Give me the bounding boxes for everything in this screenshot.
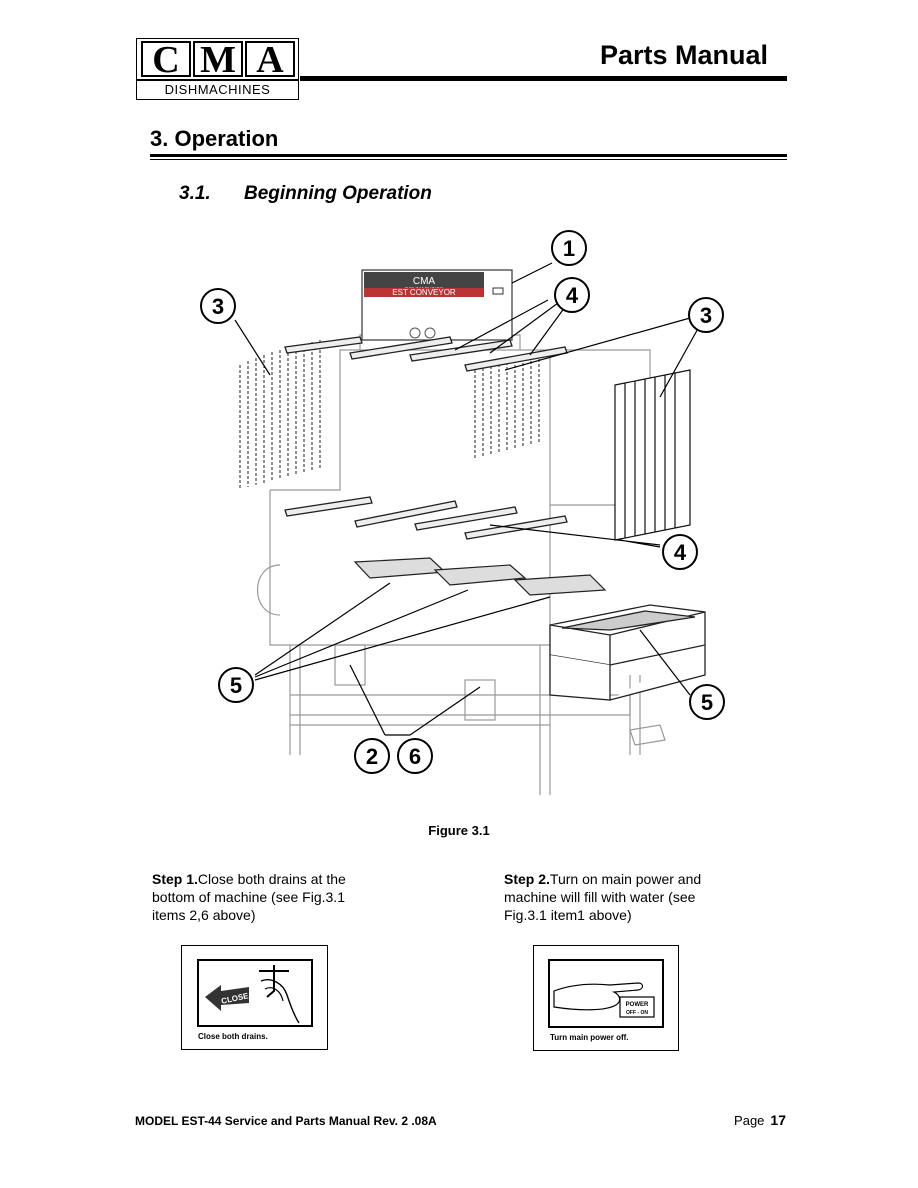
panel-brand: CMA xyxy=(413,276,436,287)
callout-4-top: 4 xyxy=(554,277,590,313)
page-number: 17 xyxy=(770,1112,786,1128)
power-switch-state: OFF - ON xyxy=(626,1010,648,1016)
power-caption: Turn main power off. xyxy=(550,1033,629,1042)
footer-model: MODEL EST-44 Service and Parts Manual Re… xyxy=(135,1114,437,1128)
removable-drawer xyxy=(549,604,706,701)
svg-text:1: 1 xyxy=(563,236,575,261)
close-drains-label: CLOSE Close both drains. xyxy=(181,945,328,1050)
power-illustration: POWER OFF - ON xyxy=(548,959,664,1028)
logo-letter-c: C xyxy=(141,41,191,79)
power-switch xyxy=(619,996,655,1018)
logo-letter-m: M xyxy=(193,41,243,79)
power-switch-text: POWER xyxy=(626,1002,649,1008)
cma-logo: C M A DISHMACHINES xyxy=(136,38,299,101)
svg-text:6: 6 xyxy=(409,744,421,769)
subsection-number: 3.1. xyxy=(179,183,211,204)
callout-1: 1 xyxy=(551,230,587,266)
page-label: Page xyxy=(734,1113,765,1128)
callout-3-left: 3 xyxy=(200,288,236,324)
section-rule-thin xyxy=(150,159,787,160)
subsection-title: Beginning Operation xyxy=(244,183,432,204)
callout-5-right: 5 xyxy=(689,684,725,720)
curtain-left xyxy=(239,340,321,490)
close-drains-caption: Close both drains. xyxy=(198,1032,268,1041)
logo-letter-box: C M A xyxy=(136,38,299,80)
control-box: CMA DISHMACHINES EST CONVEYOR xyxy=(361,269,513,341)
power-label: POWER OFF - ON Turn main power off. xyxy=(533,945,679,1051)
callout-5-left: 5 xyxy=(218,667,254,703)
logo-letter-a: A xyxy=(245,41,295,79)
callout-2: 2 xyxy=(354,738,390,774)
panel-model: EST CONVEYOR xyxy=(392,288,456,297)
svg-text:4: 4 xyxy=(674,540,687,565)
callout-4-right: 4 xyxy=(662,534,698,570)
svg-text:2: 2 xyxy=(366,744,378,769)
side-curtain xyxy=(614,369,691,541)
close-drains-illustration: CLOSE xyxy=(197,959,313,1027)
figure-caption: Figure 3.1 xyxy=(428,823,490,838)
svg-text:4: 4 xyxy=(566,283,579,308)
curtain-middle xyxy=(474,354,540,460)
close-arrow-icon: CLOSE xyxy=(205,965,300,1024)
callout-3-right: 3 xyxy=(688,297,724,333)
step-1-label: Step 1. xyxy=(152,871,198,887)
step-2: Step 2.Turn on main power and machine wi… xyxy=(504,870,724,924)
svg-text:3: 3 xyxy=(212,294,224,319)
svg-text:3: 3 xyxy=(700,303,712,328)
upper-spray-arms xyxy=(284,336,568,372)
step-2-text: Turn on main power and machine will fill… xyxy=(504,871,702,923)
hand-press-icon: POWER OFF - ON xyxy=(553,982,655,1018)
strainer-trays xyxy=(353,557,607,596)
section-heading: 3. Operation xyxy=(150,126,279,151)
section-rule xyxy=(150,154,787,157)
document-title: Parts Manual xyxy=(599,40,768,70)
lower-spray-arms xyxy=(284,496,568,540)
svg-text:5: 5 xyxy=(230,673,242,698)
svg-text:5: 5 xyxy=(701,690,713,715)
step-1-text: Close both drains at the bottom of machi… xyxy=(152,871,346,923)
callout-6: 6 xyxy=(397,738,433,774)
callouts: 1 3 4 3 4 5 5 2 6 xyxy=(200,230,725,774)
dishmachine-diagram: CMA DISHMACHINES EST CONVEYOR xyxy=(200,230,725,795)
step-2-label: Step 2. xyxy=(504,871,550,887)
step-1: Step 1.Close both drains at the bottom o… xyxy=(152,870,372,924)
leader-lines xyxy=(234,262,701,736)
logo-subtitle: DISHMACHINES xyxy=(136,80,299,100)
header-rule xyxy=(300,76,787,81)
footer-page: Page 17 xyxy=(734,1112,786,1128)
